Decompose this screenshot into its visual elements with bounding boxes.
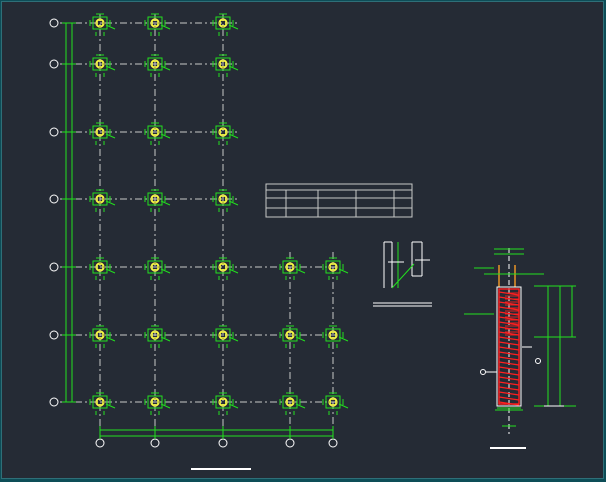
pile-cap-icon [212, 13, 239, 36]
pile-cap-icon [212, 54, 239, 77]
axis-bubble-icon [480, 369, 486, 375]
spiral-stirrup [498, 341, 520, 346]
axis-bubble-icon [49, 127, 59, 137]
pile-caps [89, 13, 349, 415]
pile-cap-icon [212, 257, 239, 280]
pile-cap-icon [144, 257, 171, 280]
pile-cap-icon [212, 392, 239, 415]
pile-cap-icon [212, 122, 239, 145]
axis-bubble-icon [218, 438, 228, 448]
axis-grid [60, 14, 340, 434]
pile-cap-icon [144, 325, 171, 348]
pile-cap-icon [89, 325, 116, 348]
spiral-stirrup [498, 316, 520, 321]
spiral-stirrup [498, 301, 520, 306]
axis-bubbles [49, 18, 338, 448]
axis-bubble-icon [150, 438, 160, 448]
pile-cap-icon [89, 189, 116, 212]
axis-bubble-icon [95, 438, 105, 448]
spiral-stirrup [498, 401, 520, 406]
spiral-stirrup [498, 351, 520, 356]
spiral-stirrup [498, 336, 520, 341]
spiral-stirrup [498, 311, 520, 316]
pile-cap-icon [144, 13, 171, 36]
pile-elevation-detail [464, 248, 576, 434]
schedule-table [265, 183, 413, 218]
pile-cap-icon [212, 189, 239, 212]
spiral-stirrup [498, 291, 520, 296]
pile-cap-icon [279, 392, 306, 415]
pile-cap-icon [322, 257, 349, 280]
spiral-stirrup [498, 331, 520, 336]
pile-cap-icon [144, 189, 171, 212]
pile-cap-icon [144, 392, 171, 415]
axis-bubble-icon [535, 358, 541, 364]
pile-cap-icon [322, 392, 349, 415]
spiral-stirrup [498, 386, 520, 391]
spiral-stirrup [498, 396, 520, 401]
axis-bubble-icon [49, 262, 59, 272]
spiral-stirrup [498, 356, 520, 361]
spiral-stirrup [498, 361, 520, 366]
axis-bubble-icon [49, 194, 59, 204]
pile-cap-icon [144, 54, 171, 77]
pile-cap-icon [212, 325, 239, 348]
pile-cap-icon [279, 257, 306, 280]
spiral-stirrup [498, 321, 520, 326]
axis-bubble-icon [49, 59, 59, 69]
pile-cap-icon [89, 54, 116, 77]
pile-cap-icon [322, 325, 349, 348]
spiral-stirrup [498, 366, 520, 371]
axis-bubble-icon [49, 397, 59, 407]
spiral-stirrup [498, 391, 520, 396]
pile-cap-icon [89, 13, 116, 36]
pile-cap-icon [144, 122, 171, 145]
spiral-stirrup [498, 376, 520, 381]
pile-cap-icon [89, 122, 116, 145]
axis-bubble-icon [49, 18, 59, 28]
axis-bubble-icon [49, 330, 59, 340]
section-rebar [391, 263, 415, 289]
section-detail [373, 241, 432, 307]
pile-cap-icon [89, 392, 116, 415]
dimension-lines [62, 22, 334, 439]
spiral-stirrup [498, 371, 520, 376]
spiral-stirrup [498, 326, 520, 331]
spiral-stirrup [498, 296, 520, 301]
title-underlines [191, 447, 526, 470]
pile-cap-icon [89, 257, 116, 280]
spiral-stirrup [498, 381, 520, 386]
pile-cap-icon [279, 325, 306, 348]
axis-bubble-icon [328, 438, 338, 448]
spiral-stirrup [498, 306, 520, 311]
pile-outline [496, 286, 522, 407]
table-frame [265, 183, 413, 218]
axis-bubble-icon [285, 438, 295, 448]
spiral-stirrup [498, 346, 520, 351]
